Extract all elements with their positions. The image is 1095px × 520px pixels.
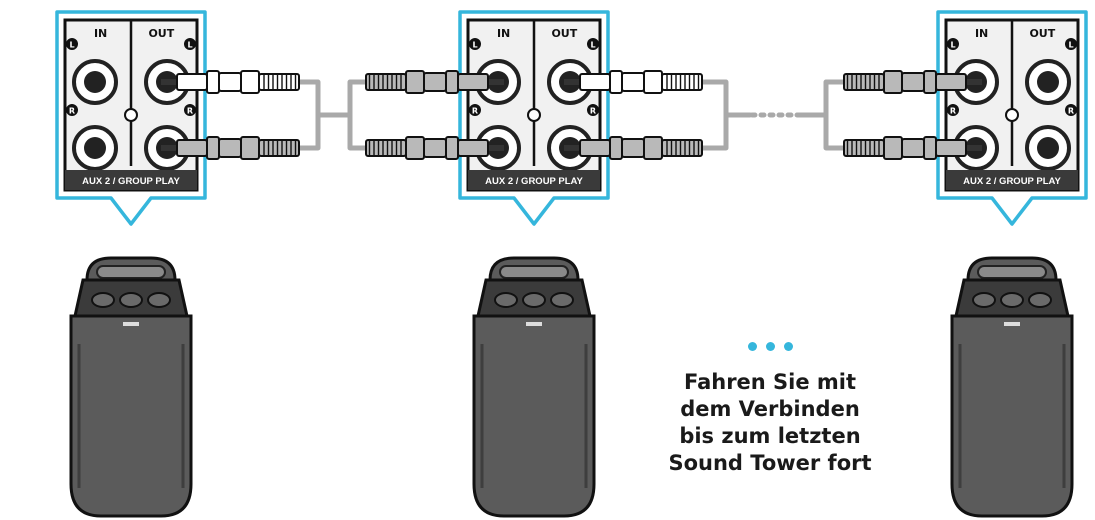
speaker-3-handle-grip <box>977 265 1047 279</box>
unit-1-out-top-plug <box>161 70 300 94</box>
unit-3-in-left-channel-icon <box>947 38 959 50</box>
speaker-2 <box>472 256 596 518</box>
speaker-1-button-3 <box>147 292 171 308</box>
unit-3-in-bottom-plug <box>843 136 982 160</box>
cable-2-out-left <box>699 79 753 118</box>
speaker-3-button-2 <box>1000 292 1024 308</box>
unit-1-out-right-channel-icon-letter: R <box>187 107 193 116</box>
unit-3-in-top-plug <box>843 70 982 94</box>
unit-3-in-left-channel-icon-letter: L <box>950 41 955 50</box>
speaker-3 <box>950 256 1074 518</box>
unit-2-center-marker <box>527 108 541 122</box>
unit-1-in-right-channel-icon-letter: R <box>69 107 75 116</box>
unit-1-out-bottom-plug <box>161 136 300 160</box>
unit-2-out-label: OUT <box>551 27 577 40</box>
unit-2-in-top-plug <box>365 70 504 94</box>
caption-line-4: Sound Tower fort <box>668 451 872 475</box>
unit-3: IN OUT L L R R AUX 2 / GROUP PLAY <box>843 10 1088 518</box>
unit-3-center-marker <box>1005 108 1019 122</box>
cable-2-out-right <box>699 112 729 151</box>
unit-2-out-left-channel-icon <box>587 38 599 50</box>
speaker-1-logo <box>123 322 139 326</box>
speaker-3-logo <box>1004 322 1020 326</box>
unit-3-out-bottom-jack-hole <box>1037 137 1059 159</box>
unit-3-in-right-channel-icon-letter: R <box>950 107 956 116</box>
unit-1-panel-bar <box>65 170 197 190</box>
unit-2-panel-bar-label: AUX 2 / GROUP PLAY <box>485 176 583 187</box>
cable-3-in-left <box>797 79 846 118</box>
unit-1-in-top-jack-hole <box>84 71 106 93</box>
unit-2-in-right-channel-icon-letter: R <box>472 107 478 116</box>
unit-2-in-right-channel-icon <box>469 104 481 116</box>
dot-2 <box>765 342 775 351</box>
unit-3-panel-bar-label: AUX 2 / GROUP PLAY <box>963 176 1061 187</box>
speaker-1-handle-grip <box>96 265 166 279</box>
speaker-3-button-3 <box>1028 292 1052 308</box>
caption-line-1: Fahren Sie mit <box>683 370 857 394</box>
unit-3-out-left-channel-icon <box>1065 38 1077 50</box>
speaker-1-button-2 <box>119 292 143 308</box>
unit-3-out-top-jack-hole <box>1037 71 1059 93</box>
cable-2-in-left <box>347 79 368 118</box>
unit-1-in-left-channel-icon-letter: L <box>69 41 74 50</box>
speaker-2-button-3 <box>550 292 574 308</box>
units-layer: IN OUT L L R R AUX 2 / GROUP PLAY IN OUT L L R R AUX … <box>55 10 1088 518</box>
speaker-3-body <box>950 314 1074 518</box>
unit-2-in-left-channel-icon <box>469 38 481 50</box>
speaker-1-button-1 <box>91 292 115 308</box>
speaker-3-button-1 <box>972 292 996 308</box>
cable-layer <box>296 79 846 151</box>
unit-3-out-label: OUT <box>1029 27 1055 40</box>
continuation-dots <box>640 342 900 351</box>
cable-1-out-left <box>296 79 353 118</box>
speaker-2-logo <box>526 322 542 326</box>
unit-1-in-left-channel-icon <box>66 38 78 50</box>
unit-3-panel-bar <box>946 170 1078 190</box>
speaker-1 <box>69 256 193 518</box>
unit-2-out-right-channel-icon-letter: R <box>590 107 596 116</box>
unit-1-out-right-channel-icon <box>184 104 196 116</box>
unit-3-in-label: IN <box>975 27 988 40</box>
cable-3-in-right <box>823 112 846 151</box>
speaker-2-button-1 <box>494 292 518 308</box>
unit-1-center-marker <box>124 108 138 122</box>
speaker-2-handle-grip <box>499 265 569 279</box>
unit-2-out-bottom-plug <box>564 136 703 160</box>
unit-1-out-left-channel-icon-letter: L <box>187 41 192 50</box>
unit-2: IN OUT L L R R AUX 2 / GROUP PLAY <box>365 10 703 518</box>
speaker-1-body <box>69 314 193 518</box>
cable-1-out-right <box>296 112 321 151</box>
unit-1-in-label: IN <box>94 27 107 40</box>
unit-1-in-right-channel-icon <box>66 104 78 116</box>
unit-2-in-label: IN <box>497 27 510 40</box>
unit-2-panel-bar <box>468 170 600 190</box>
unit-1-out-label: OUT <box>148 27 174 40</box>
cable-2-in-right <box>347 112 368 151</box>
unit-1-in-bottom-jack-hole <box>84 137 106 159</box>
unit-3-in-right-channel-icon <box>947 104 959 116</box>
dot-3 <box>783 342 793 351</box>
continue-connecting-caption: Fahren Sie mit dem Verbinden bis zum let… <box>640 342 900 477</box>
unit-2-out-right-channel-icon <box>587 104 599 116</box>
unit-2-out-top-plug <box>564 70 703 94</box>
unit-1: IN OUT L L R R AUX 2 / GROUP PLAY <box>55 10 300 518</box>
unit-1-out-left-channel-icon <box>184 38 196 50</box>
unit-3-out-left-channel-icon-letter: L <box>1068 41 1073 50</box>
unit-3-out-right-channel-icon-letter: R <box>1068 107 1074 116</box>
unit-2-in-left-channel-icon-letter: L <box>472 41 477 50</box>
unit-1-panel-bar-label: AUX 2 / GROUP PLAY <box>82 176 180 187</box>
speaker-2-button-2 <box>522 292 546 308</box>
caption-line-2: dem Verbinden <box>680 397 860 421</box>
dot-1 <box>747 342 757 351</box>
unit-2-in-bottom-plug <box>365 136 504 160</box>
unit-3-out-right-channel-icon <box>1065 104 1077 116</box>
unit-2-out-left-channel-icon-letter: L <box>590 41 595 50</box>
speaker-2-body <box>472 314 596 518</box>
caption-line-3: bis zum letzten <box>679 424 861 448</box>
